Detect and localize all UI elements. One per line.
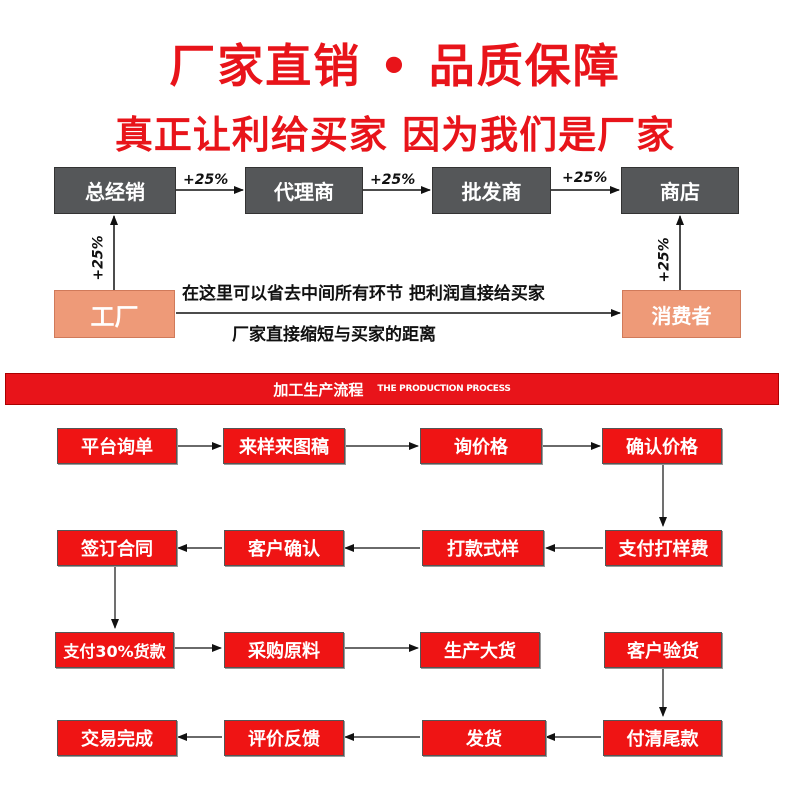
step-customer-inspection: 客户验货 bbox=[604, 632, 722, 668]
headline-profit-to-buyers: 真正让利给买家 因为我们是厂家 bbox=[114, 113, 676, 157]
headline-factory-direct: 厂家直销 • 品质保障 bbox=[169, 39, 621, 93]
node-agent: 代理商 bbox=[245, 167, 363, 214]
step-transaction-complete: 交易完成 bbox=[57, 720, 177, 756]
step-review-feedback: 评价反馈 bbox=[224, 720, 344, 756]
markup-consumer-to-store: +25% bbox=[656, 237, 673, 283]
process-banner-title: 加工生产流程 bbox=[273, 380, 364, 399]
markup-general-to-agent: +25% bbox=[183, 172, 229, 188]
step-pay-deposit: 支付30%货款 bbox=[55, 632, 174, 668]
step-mass-production: 生产大货 bbox=[420, 632, 540, 668]
step-platform-inquiry: 平台询单 bbox=[57, 428, 177, 464]
step-price-inquiry: 询价格 bbox=[420, 428, 542, 464]
note-shorten-distance: 厂家直接缩短与买家的距离 bbox=[232, 325, 436, 345]
node-store: 商店 bbox=[621, 167, 739, 214]
step-customer-confirm: 客户确认 bbox=[224, 530, 344, 566]
step-pay-sample-fee: 支付打样费 bbox=[605, 530, 722, 566]
node-factory: 工厂 bbox=[54, 290, 175, 338]
node-consumer: 消费者 bbox=[622, 290, 741, 338]
step-samples-drawings: 来样来图稿 bbox=[223, 428, 345, 464]
step-purchase-materials: 采购原料 bbox=[224, 632, 344, 668]
node-wholesaler: 批发商 bbox=[432, 167, 551, 214]
step-shipping: 发货 bbox=[422, 720, 546, 756]
step-pay-balance: 付清尾款 bbox=[603, 720, 722, 756]
step-make-sample: 打款式样 bbox=[422, 530, 544, 566]
markup-agent-to-wholesale: +25% bbox=[370, 172, 416, 188]
markup-wholesale-to-store: +25% bbox=[562, 170, 608, 186]
note-skip-middlemen: 在这里可以省去中间所有环节 把利润直接给买家 bbox=[182, 284, 545, 304]
markup-factory-to-general: +25% bbox=[90, 235, 107, 281]
process-banner: 加工生产流程 THE PRODUCTION PROCESS bbox=[5, 373, 779, 405]
process-banner-subtitle: THE PRODUCTION PROCESS bbox=[377, 384, 511, 394]
node-general-distributor: 总经销 bbox=[54, 167, 176, 214]
step-confirm-price: 确认价格 bbox=[602, 428, 722, 464]
step-sign-contract: 签订合同 bbox=[57, 530, 177, 566]
